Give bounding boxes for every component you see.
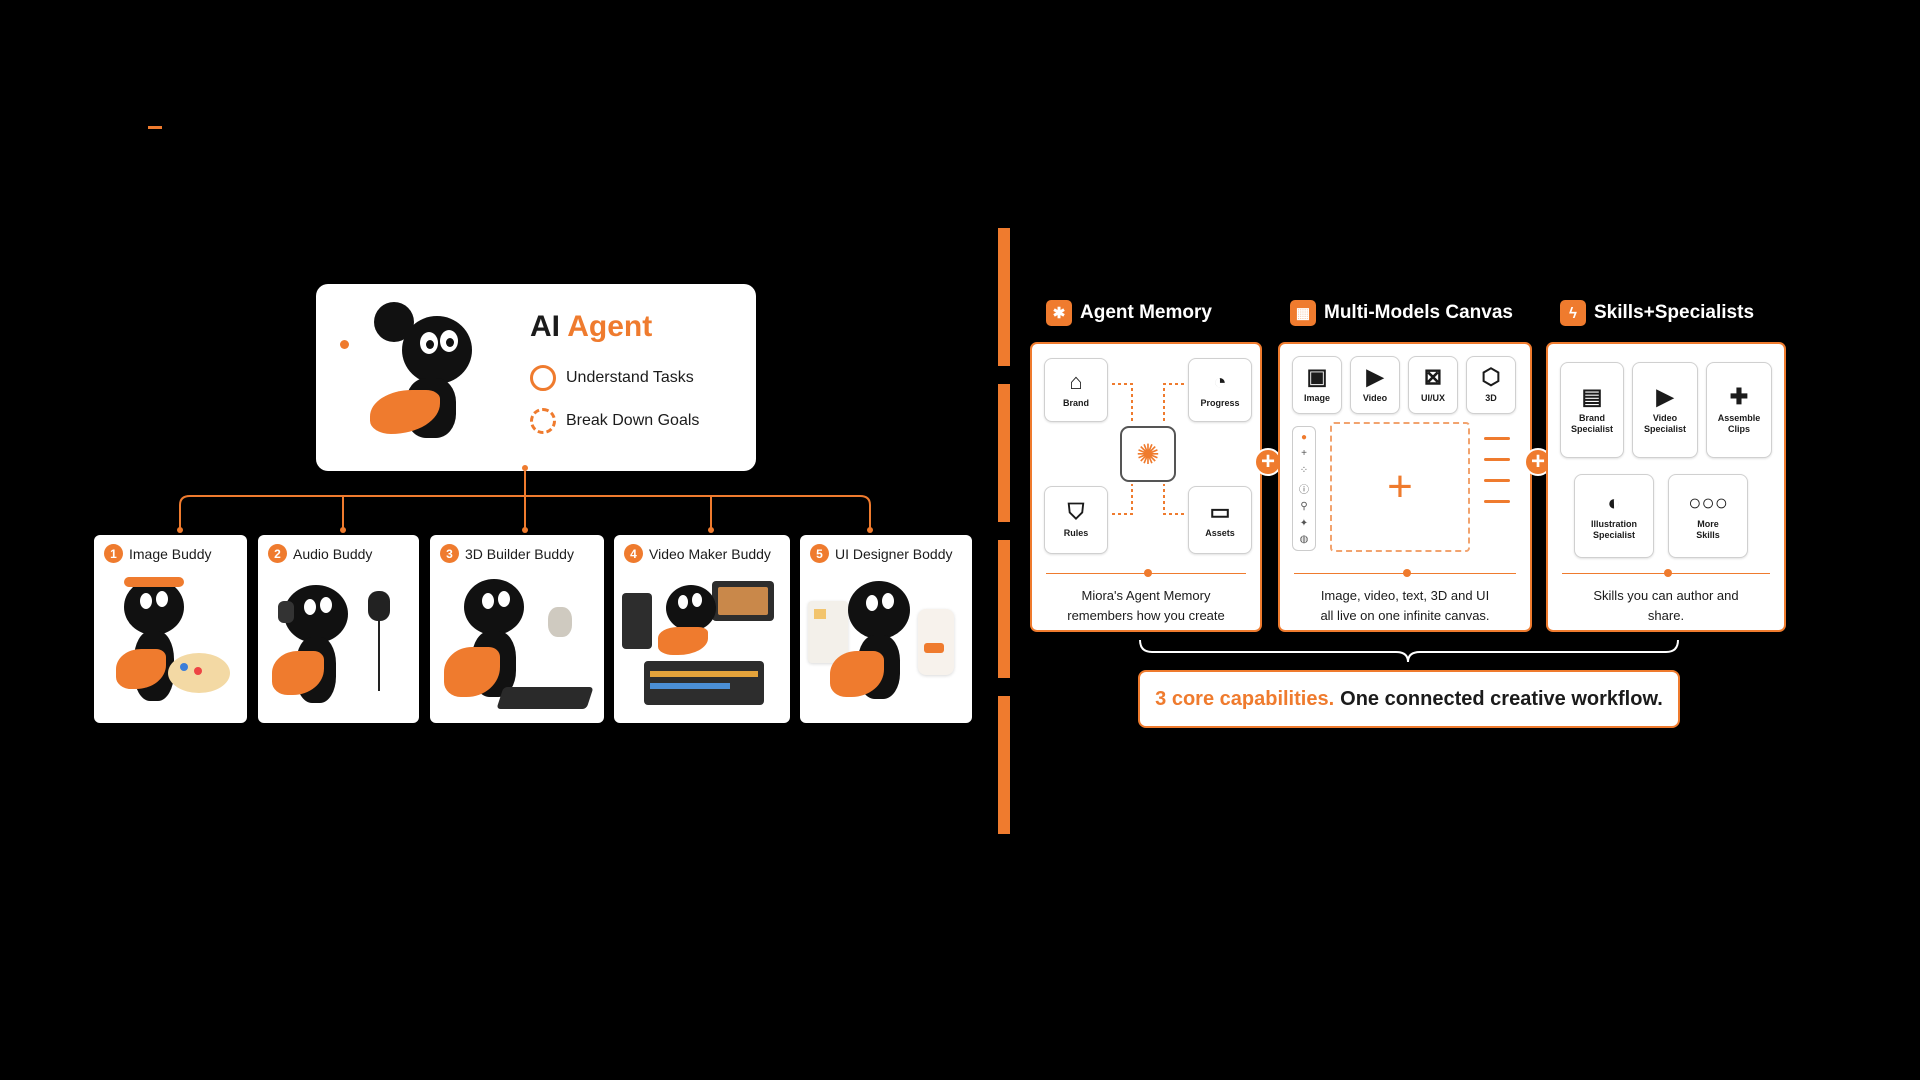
agent-memory-panel: ⌂ Brand ◔ Progress ✺ ⛉ Rules ▭ Assets Mi… bbox=[1030, 342, 1262, 632]
video-maker-buddy-illustration bbox=[614, 571, 790, 723]
summary-accent: 3 core capabilities. bbox=[1155, 687, 1335, 710]
buddy-number: 3 bbox=[440, 544, 459, 563]
play-icon: ▶ bbox=[1366, 364, 1384, 390]
memory-caption: Miora's Agent Memory remembers how you c… bbox=[1067, 588, 1225, 623]
memory-tile-rules: ⛉ Rules bbox=[1044, 486, 1108, 554]
buddy-label: Video Maker Buddy bbox=[649, 545, 771, 562]
memory-tile-progress: ◔ Progress bbox=[1188, 358, 1252, 422]
canvas-caption: Image, video, text, 3D and UI all live o… bbox=[1320, 588, 1490, 623]
shield-check-icon: ⛉ bbox=[1067, 499, 1085, 525]
add-icon: + bbox=[1301, 448, 1307, 460]
grid-icon: ⁘ bbox=[1299, 464, 1309, 476]
globe-icon: ◍ bbox=[1299, 534, 1309, 546]
brain-chip-icon: ✺ bbox=[1120, 426, 1176, 482]
buddy-card-video-maker: 4 Video Maker Buddy bbox=[614, 535, 790, 723]
gear-icon bbox=[530, 408, 556, 434]
skills-caption: Skills you can author and share. bbox=[1593, 588, 1739, 623]
buddy-label: Image Buddy bbox=[129, 545, 212, 562]
canvas-tile-uiux: ⊠ UI/UX bbox=[1408, 356, 1458, 414]
lightning-icon: ϟ bbox=[1560, 300, 1586, 326]
summary-text: One connected creative workflow. bbox=[1340, 687, 1663, 710]
plus-icon: + bbox=[1254, 448, 1282, 476]
agent-mascot-illustration bbox=[340, 298, 494, 458]
clapperboard-icon: ▶ bbox=[1656, 383, 1674, 409]
folder-icon: ▭ bbox=[1209, 499, 1231, 525]
canvas-tile-3d: ⬡ 3D bbox=[1466, 356, 1516, 414]
feature-understand-tasks: Understand Tasks bbox=[530, 365, 694, 391]
buddy-label: UI Designer Boddy bbox=[835, 545, 953, 562]
image-icon: ▣ bbox=[1306, 364, 1328, 390]
buddy-number: 1 bbox=[104, 544, 123, 563]
buddy-number: 5 bbox=[810, 544, 829, 563]
panel-dot bbox=[1144, 569, 1152, 577]
panel-dot bbox=[1403, 569, 1411, 577]
agent-title: AI Agent bbox=[530, 310, 653, 343]
feature-break-down-goals: Break Down Goals bbox=[530, 408, 699, 434]
panel-dot bbox=[1664, 569, 1672, 577]
palette-icon: ◐ bbox=[1607, 489, 1621, 515]
ui-designer-buddy-illustration bbox=[800, 571, 972, 723]
brain-icon: ✱ bbox=[1046, 300, 1072, 326]
grid-icon: ▦ bbox=[1290, 300, 1316, 326]
multi-models-canvas-panel: ▣ Image ▶ Video ⊠ UI/UX ⬡ 3D ● + ⁘ ⓘ ⚲ ✦… bbox=[1278, 342, 1532, 632]
sparkle-icon: ✦ bbox=[1299, 517, 1309, 529]
summary-banner: 3 core capabilities. One connected creat… bbox=[1138, 670, 1680, 728]
layers-lines bbox=[1484, 437, 1510, 521]
feature-label: Understand Tasks bbox=[566, 369, 694, 386]
pin-icon: ⚲ bbox=[1300, 501, 1308, 513]
buddy-label: Audio Buddy bbox=[293, 545, 373, 562]
buddy-card-audio: 2 Audio Buddy bbox=[258, 535, 419, 723]
memory-tile-brand: ⌂ Brand bbox=[1044, 358, 1108, 422]
ai-agent-card: AI Agent Understand Tasks Break Down Goa… bbox=[316, 284, 756, 471]
buddy-card-ui-designer: 5 UI Designer Boddy bbox=[800, 535, 972, 723]
section-title-multi-models-canvas: ▦ Multi-Models Canvas bbox=[1290, 300, 1513, 326]
buddy-card-3d-builder: 3 3D Builder Buddy bbox=[430, 535, 604, 723]
section-title-skills-specialists: ϟ Skills+Specialists bbox=[1560, 300, 1754, 326]
infinite-canvas-area: + bbox=[1330, 422, 1470, 552]
buddy-label: 3D Builder Buddy bbox=[465, 545, 574, 562]
buddy-card-image: 1 Image Buddy bbox=[94, 535, 247, 723]
buddy-number: 4 bbox=[624, 544, 643, 563]
3d-builder-buddy-illustration bbox=[430, 571, 604, 723]
window-icon: ⊠ bbox=[1423, 364, 1443, 390]
puzzle-icon: ✚ bbox=[1729, 383, 1749, 409]
tag-icon: ⌂ bbox=[1069, 369, 1083, 395]
image-buddy-illustration bbox=[94, 571, 247, 723]
memory-connectors bbox=[1112, 383, 1184, 515]
canvas-tile-image: ▣ Image bbox=[1292, 356, 1342, 414]
cube-icon: ⬡ bbox=[1481, 364, 1501, 390]
divider-bar-3 bbox=[998, 540, 1010, 678]
info-icon: ⓘ bbox=[1299, 484, 1309, 496]
document-check-icon: ▤ bbox=[1581, 383, 1603, 409]
accent-dash bbox=[148, 126, 162, 129]
record-icon: ● bbox=[1300, 431, 1308, 443]
canvas-tile-video: ▶ Video bbox=[1350, 356, 1400, 414]
divider-bar-1 bbox=[998, 228, 1010, 366]
more-dots-icon: ○○○ bbox=[1688, 489, 1728, 515]
buddy-number: 2 bbox=[268, 544, 287, 563]
audio-buddy-illustration bbox=[258, 571, 419, 723]
pie-chart-icon: ◔ bbox=[1213, 369, 1227, 395]
compass-check-icon bbox=[530, 365, 556, 391]
canvas-toolbar: ● + ⁘ ⓘ ⚲ ✦ ◍ bbox=[1292, 426, 1316, 551]
section-title-agent-memory: ✱ Agent Memory bbox=[1046, 300, 1212, 326]
divider-bar-4 bbox=[998, 696, 1010, 834]
memory-tile-assets: ▭ Assets bbox=[1188, 486, 1252, 554]
divider-bar-2 bbox=[998, 384, 1010, 522]
feature-label: Break Down Goals bbox=[566, 412, 700, 429]
